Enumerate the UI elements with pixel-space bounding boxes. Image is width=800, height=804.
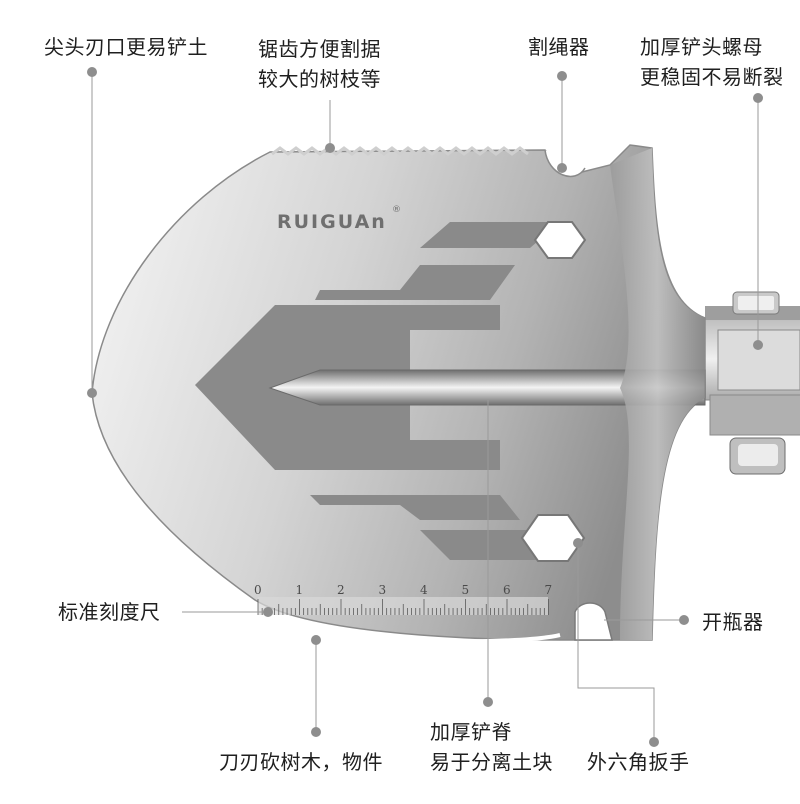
measuring-ruler: 0 1 2 3 4 5 6 7 <box>254 583 552 615</box>
saw-teeth <box>271 146 529 156</box>
callout-line: 更稳固不易断裂 <box>640 65 784 89</box>
bottle-opener <box>574 602 613 641</box>
leader-dot <box>753 93 763 103</box>
leader-dot <box>87 388 97 398</box>
callout-saw-teeth: 锯齿方便割据 较大的树枝等 <box>258 34 381 94</box>
ruler-tick-label: 5 <box>462 583 470 597</box>
callout-pointed-tip: 尖头刃口更易铲土 <box>44 32 208 62</box>
callout-hex-wrench: 外六角扳手 <box>587 747 690 777</box>
ruler-tick-label: 6 <box>503 583 511 597</box>
leader-dot <box>87 67 97 77</box>
callout-leaders <box>87 67 763 747</box>
callout-head-nut: 加厚铲头螺母 更稳固不易断裂 <box>640 32 784 92</box>
callout-line: 标准刻度尺 <box>58 600 161 624</box>
callout-thick-spine: 加厚铲脊 易于分离土块 <box>430 717 553 777</box>
rope-cutter <box>544 149 586 178</box>
blade-neck <box>610 148 705 640</box>
callout-line: 割绳器 <box>528 35 590 59</box>
callout-line: 开瓶器 <box>702 610 764 634</box>
leader-dot <box>311 727 321 737</box>
hex-hole-top <box>533 221 587 259</box>
callout-rope-cutter: 割绳器 <box>528 32 590 62</box>
leader-dot <box>325 143 335 153</box>
callout-line: 锯齿方便割据 <box>258 37 381 61</box>
callout-bottle-opener: 开瓶器 <box>702 607 764 637</box>
leader-dot <box>311 635 321 645</box>
leader-dot <box>483 697 493 707</box>
hex-hole-bottom <box>520 514 586 562</box>
callout-ruler: 标准刻度尺 <box>58 597 161 627</box>
leader-dot <box>557 71 567 81</box>
ruler-tick-label: 3 <box>379 583 387 597</box>
callout-line: 加厚铲脊 <box>430 720 512 744</box>
leader-dot <box>557 163 567 173</box>
callout-line: 易于分离土块 <box>430 750 553 774</box>
ruler-tick-label: 2 <box>337 583 345 597</box>
leader-dot <box>753 340 763 350</box>
callout-line: 较大的树枝等 <box>258 67 381 91</box>
ruler-tick-label: 1 <box>296 583 304 597</box>
leader-dot <box>649 737 659 747</box>
brand-logo: RUIGUAn <box>277 211 387 233</box>
cutting-edge <box>261 620 561 644</box>
head-nut <box>717 291 800 475</box>
leader-dot <box>263 607 273 617</box>
leader-dot <box>679 615 689 625</box>
ruler-tick-label: 7 <box>545 583 553 597</box>
callout-cutting-edge: 刀刃砍树木，物件 <box>219 747 383 777</box>
ruler-tick-label: 0 <box>254 583 262 597</box>
leader-hex <box>577 543 655 742</box>
brand-registered-mark: ® <box>392 205 401 215</box>
ruler-tick-label: 4 <box>420 583 428 597</box>
callout-line: 尖头刃口更易铲土 <box>44 35 208 59</box>
callout-line: 刀刃砍树木，物件 <box>219 750 383 774</box>
leader-dot <box>573 538 583 548</box>
callout-line: 加厚铲头螺母 <box>640 35 763 59</box>
callout-line: 外六角扳手 <box>587 750 690 774</box>
